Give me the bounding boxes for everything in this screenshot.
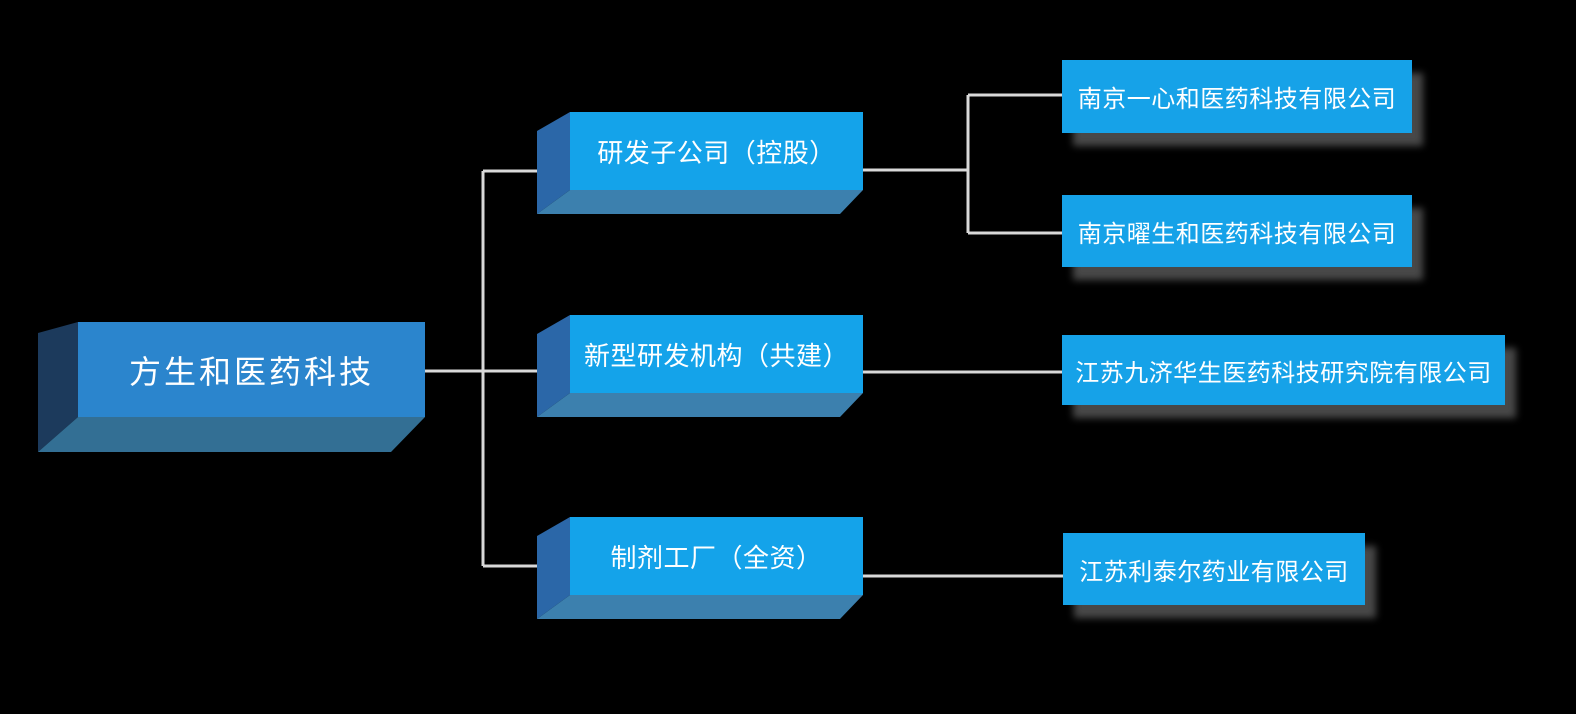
root-node-front-face — [78, 322, 425, 417]
connector-root-to-branches — [425, 169, 545, 568]
leaf-node-company-2: 南京曜生和医药科技有限公司 — [1062, 195, 1412, 267]
root-node-bottom-face — [38, 417, 425, 452]
leaf-node-company-4: 江苏利泰尔药业有限公司 — [1063, 533, 1365, 605]
connector-branch1-to-leaves — [863, 93, 1062, 235]
branch-node-3-bottom-face — [537, 595, 863, 619]
branch-node-1-shape — [537, 112, 863, 214]
branch-node-2-bottom-face — [537, 393, 863, 417]
branch-node-2-side-face — [537, 315, 570, 417]
branch-node-1-bottom-face — [537, 190, 863, 214]
branch-node-1-side-face — [537, 112, 570, 214]
branch-node-2-front-face — [570, 315, 863, 393]
branch-node-3-shape — [537, 517, 863, 619]
leaf-node-company-1: 南京一心和医药科技有限公司 — [1062, 60, 1412, 133]
branch-node-3-side-face — [537, 517, 570, 619]
branch-node-3-front-face — [570, 517, 863, 595]
root-node-side-face — [38, 322, 78, 452]
leaf-node-company-3: 江苏九济华生医药科技研究院有限公司 — [1062, 335, 1505, 405]
branch-node-1-front-face — [570, 112, 863, 190]
branch-node-2-shape — [537, 315, 863, 417]
root-node-shape — [38, 322, 425, 452]
